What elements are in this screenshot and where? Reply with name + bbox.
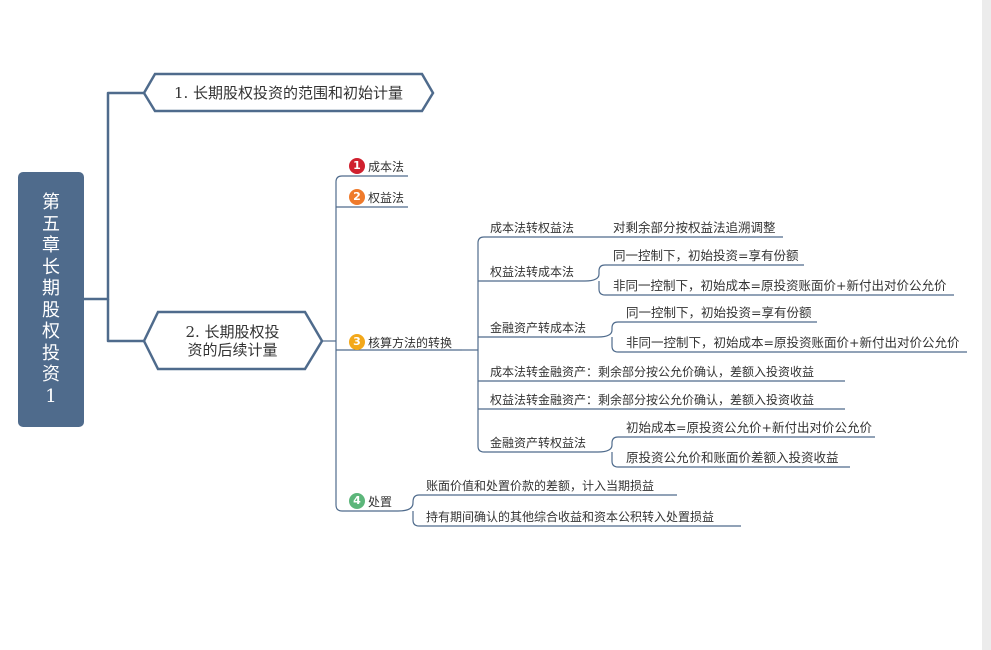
item-2-badge: 2: [349, 189, 365, 205]
conv-cost-to-equity-detail[interactable]: 对剩余部分按权益法追溯调整: [613, 220, 776, 235]
conv-equity-to-cost-detail-1[interactable]: 同一控制下，初始投资=享有份额: [613, 248, 799, 263]
conv-cost-to-financial[interactable]: 成本法转金融资产：剩余部分按公允价确认，差额入投资收益: [490, 365, 815, 379]
item-method-conversion[interactable]: 核算方法的转换: [368, 336, 453, 350]
topic2-label-line1: 2. 长期股权投: [185, 323, 280, 341]
item-1-badge: 1: [349, 158, 365, 174]
conversion-branch-lines: [462, 236, 967, 468]
topic1-node-shape: [142, 72, 435, 113]
disposal-detail-1[interactable]: 账面价值和处置价款的差额，计入当期损益: [426, 479, 655, 493]
item-cost-method[interactable]: 成本法: [368, 160, 405, 174]
item-3-badge: 3: [349, 334, 365, 350]
topic2-label-line2: 资的后续计量: [187, 341, 278, 359]
conv-equity-to-cost[interactable]: 权益法转成本法: [490, 265, 575, 279]
topic1-label: 1. 长期股权投资的范围和初始计量: [173, 84, 404, 102]
conv-cost-to-equity[interactable]: 成本法转权益法: [490, 221, 575, 235]
topic2-node-shape: [142, 310, 324, 371]
connector-root-topic1: [84, 91, 145, 301]
item-4-badge: 4: [349, 493, 365, 509]
conv-financial-to-cost[interactable]: 金融资产转成本法: [490, 321, 587, 335]
vertical-scrollbar[interactable]: [982, 0, 991, 650]
disposal-detail-2[interactable]: 持有期间确认的其他综合收益和资本公积转入处置损益: [426, 510, 715, 524]
topic2-node[interactable]: 2. 长期股权投 资的后续计量: [150, 323, 315, 359]
conv-financial-to-equity-detail-2[interactable]: 原投资公允价和账面价差额入投资收益: [626, 450, 839, 465]
conv-financial-to-equity[interactable]: 金融资产转权益法: [490, 436, 587, 450]
root-topic[interactable]: 第五章长期股权投资1: [18, 172, 84, 427]
root-title: 第五章长期股权投资1: [42, 192, 60, 407]
topic2-branch-lines: [322, 175, 462, 512]
conv-equity-to-financial[interactable]: 权益法转金融资产：剩余部分按公允价确认，差额入投资收益: [490, 393, 815, 407]
item-equity-method[interactable]: 权益法: [368, 191, 405, 205]
conv-financial-to-cost-detail-2[interactable]: 非同一控制下，初始成本=原投资账面价+新付出对价公允价: [626, 335, 960, 350]
conv-financial-to-cost-detail-1[interactable]: 同一控制下，初始投资=享有份额: [626, 305, 812, 320]
conv-financial-to-equity-detail-1[interactable]: 初始成本=原投资公允价+新付出对价公允价: [626, 420, 872, 435]
conv-equity-to-cost-detail-2[interactable]: 非同一控制下，初始成本=原投资账面价+新付出对价公允价: [613, 278, 947, 293]
disposal-branch-lines: [397, 494, 741, 527]
topic1-node[interactable]: 1. 长期股权投资的范围和初始计量: [155, 84, 422, 102]
item-disposal[interactable]: 处置: [368, 495, 393, 509]
connector-root-topic2: [106, 299, 145, 343]
